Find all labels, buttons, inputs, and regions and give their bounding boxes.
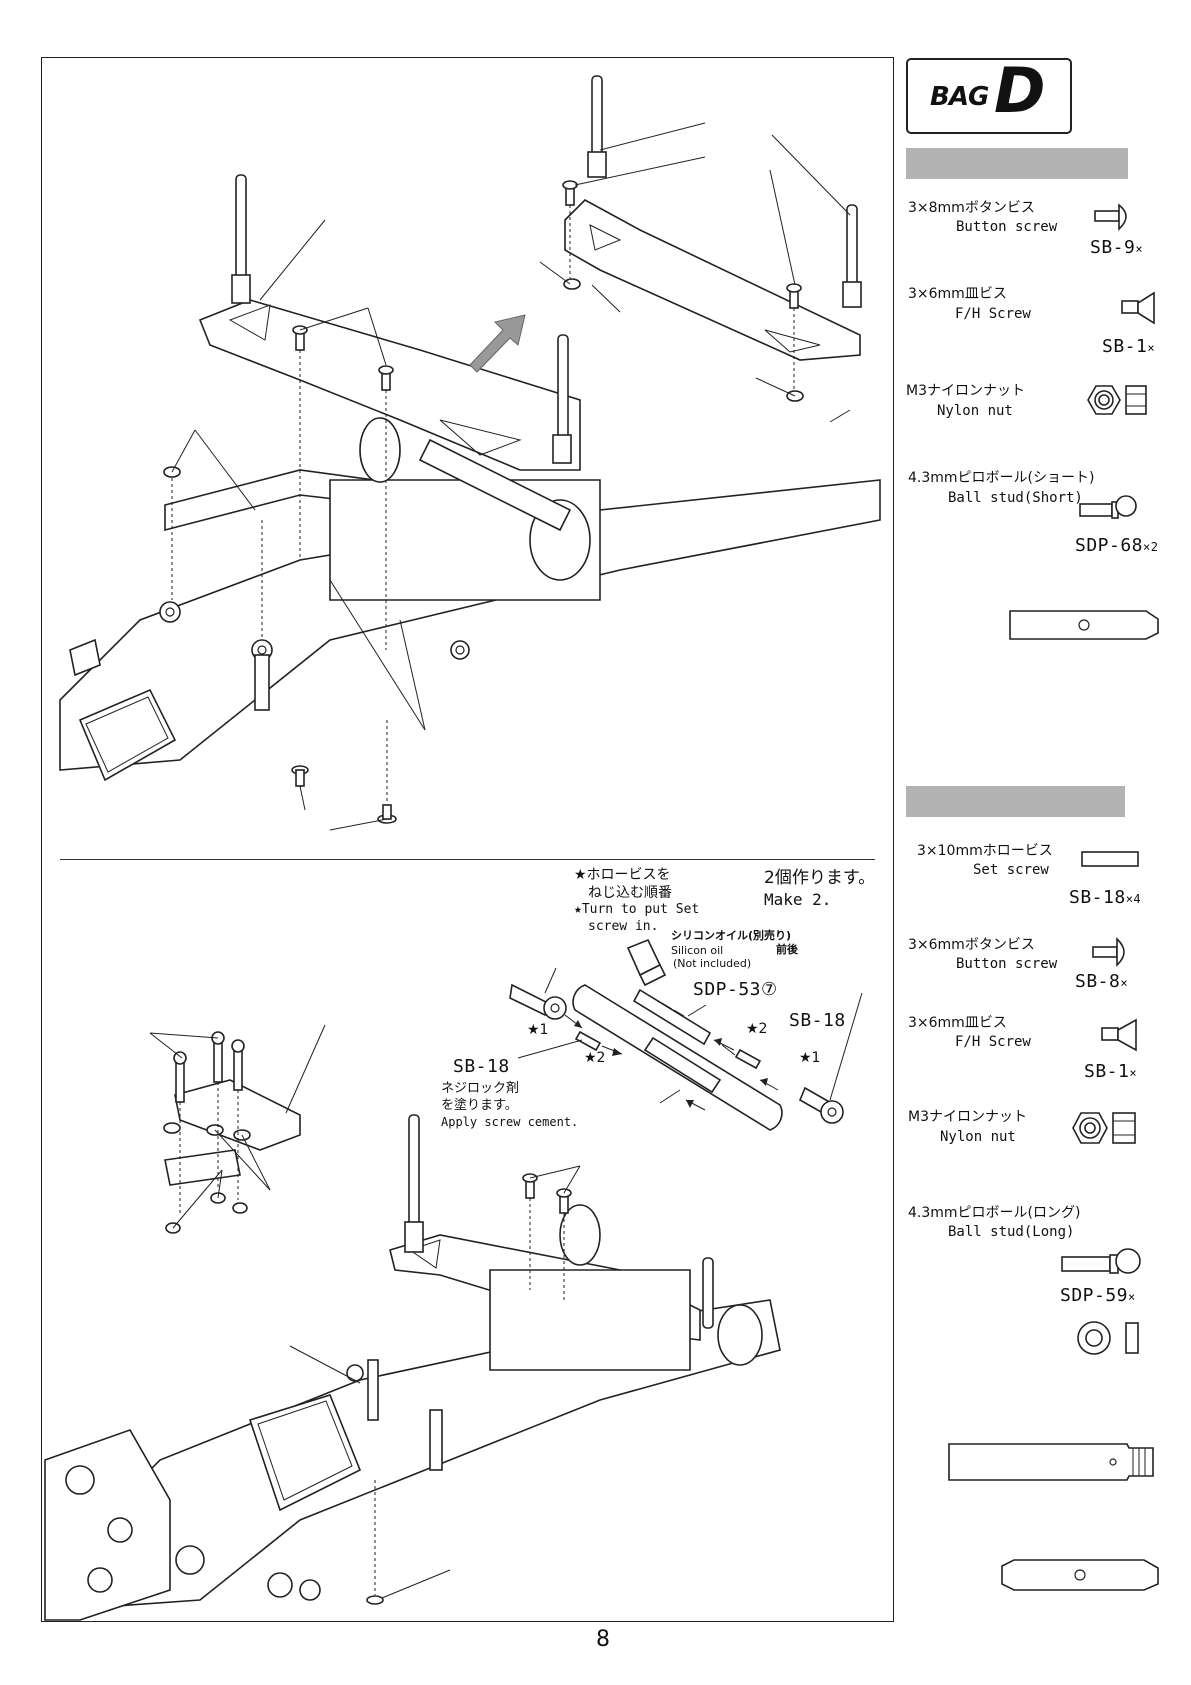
set-screw-label-right: SB-18 [789,1010,846,1031]
part-code: SDP-68×2 [1075,535,1159,556]
note-set-screw-order-jp-2: ねじ込む順番 [588,885,672,901]
note-set-screw-order-en-2: screw in. [588,919,659,934]
silicon-oil-en-1: Silicon oil [671,944,724,957]
flat-head-screw-icon [1101,1018,1137,1052]
step1-parts-header-bar [906,148,1128,179]
make-two-jp: 2個作ります。 [764,868,876,888]
part-name-jp: 4.3mmピロボール(ショート) [908,470,1095,486]
silicon-oil-jp: シリコンオイル(別売り) [671,929,792,942]
order-marker-1-right: ★1 [799,1050,821,1066]
part-name-jp: 3×10mmホロービス [917,843,1053,859]
order-marker-1-left: ★1 [527,1022,549,1038]
button-screw-icon [1092,937,1125,967]
part-name-en: Set screw [973,862,1049,878]
part-name-jp: 3×8mmボタンビス [908,200,1035,216]
part-name-jp: 3×6mm皿ビス [908,286,1007,302]
part-name-jp: M3ナイロンナット [908,1109,1027,1125]
part-code: SB-1× [1102,336,1156,357]
screw-cement-jp-1: ネジロック剤 [441,1081,520,1096]
part-code: SB-9× [1090,237,1144,258]
screw-cement-jp-2: を塗ります。 [441,1098,518,1113]
ball-stud-spacer-icon [1077,1321,1139,1355]
order-marker-2-left: ★2 [584,1050,606,1066]
upper-deck-scale-icon [1009,610,1159,640]
part-name-jp: 3×6mm皿ビス [908,1015,1007,1031]
set-screw-label-left: SB-18 [453,1056,510,1077]
part-name-en: Nylon nut [937,403,1013,419]
part-code: SB-1× [1084,1061,1138,1082]
part-name-jp: 3×6mmボタンビス [908,937,1035,953]
step2-parts-header-bar [906,786,1125,817]
turnbuckle-scale-icon [948,1443,1154,1481]
silicon-oil-en-2: (Not included) [673,957,752,970]
assembly-diagram-frame [41,57,894,1622]
note-set-screw-order-jp-1: ★ホロービスを [574,867,671,883]
bag-word: BAG [930,82,989,112]
button-screw-icon [1094,203,1127,231]
nylon-nut-icon [1072,1112,1136,1144]
turnbuckle-part-code: SDP-53⑦ [693,979,778,1000]
part-name-en: Button screw [956,956,1058,972]
part-name-jp: M3ナイロンナット [906,383,1025,399]
part-code: SDP-59× [1060,1285,1136,1306]
part-name-en: Nylon nut [940,1129,1016,1145]
flat-head-screw-icon [1121,291,1155,325]
set-screw-icon [1081,851,1139,867]
part-name-en: F/H Screw [955,1034,1031,1050]
ball-stud-short-icon [1079,495,1137,519]
part-name-en: F/H Screw [955,306,1031,322]
part-name-en: Button screw [956,219,1058,235]
bag-label-box: BAG D [906,58,1072,134]
step-divider [60,859,875,860]
ball-stud-long-icon [1061,1248,1141,1274]
lower-deck-scale-icon [1001,1559,1159,1591]
part-code: SB-8× [1075,971,1129,992]
bag-letter: D [994,54,1046,127]
part-code: SB-18×4 [1069,887,1142,908]
nylon-nut-icon [1087,385,1147,415]
part-name-en: Ball stud(Long) [948,1224,1075,1240]
silicon-oil-side: 前後 [776,943,798,956]
note-set-screw-order-en-1: ★Turn to put Set [574,902,700,917]
make-two-en: Make 2. [764,890,832,909]
part-name-en: Ball stud(Short) [948,490,1083,506]
order-marker-2-right: ★2 [746,1021,768,1037]
page-number: 8 [596,1627,610,1652]
part-name-jp: 4.3mmピロボール(ロング) [908,1205,1081,1221]
screw-cement-en: Apply screw cement. [441,1115,579,1129]
